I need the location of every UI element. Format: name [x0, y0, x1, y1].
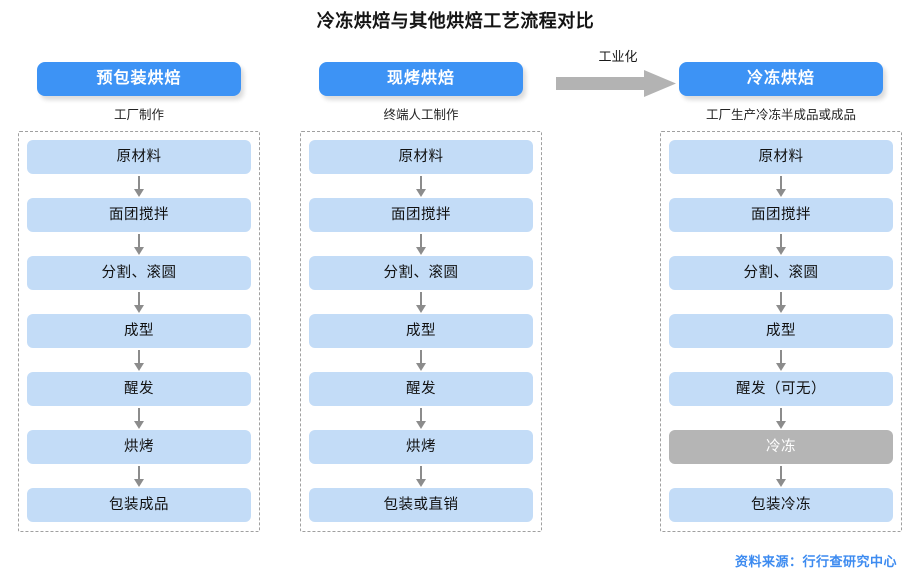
process-column-freshbaked: 现烤烘焙 终端人工制作 原材料 面团搅拌 分割、滚圆 成型 醒发 烘烤 包装或直… — [300, 62, 542, 532]
flow-arrow-down-icon — [309, 174, 533, 198]
flow-step[interactable]: 包装或直销 — [309, 488, 533, 522]
flow-step[interactable]: 醒发 — [27, 372, 251, 406]
flow-arrow-down-icon — [669, 290, 893, 314]
flow-step[interactable]: 醒发（可无） — [669, 372, 893, 406]
column-subtitle-frozen: 工厂生产冷冻半成品或成品 — [705, 108, 856, 122]
column-subtitle-freshbaked: 终端人工制作 — [383, 108, 459, 122]
flow-step[interactable]: 分割、滚圆 — [27, 256, 251, 290]
flow-container-frozen: 原材料 面团搅拌 分割、滚圆 成型 醒发（可无） 冷冻 包装冷冻 — [660, 131, 902, 532]
flow-arrow-down-icon — [669, 406, 893, 430]
column-header-freshbaked[interactable]: 现烤烘焙 — [319, 62, 523, 96]
flow-step[interactable]: 原材料 — [669, 140, 893, 174]
flow-arrow-down-icon — [309, 232, 533, 256]
flow-step[interactable]: 包装冷冻 — [669, 488, 893, 522]
column-header-prepackaged[interactable]: 预包装烘焙 — [37, 62, 241, 96]
page-title: 冷冻烘焙与其他烘焙工艺流程对比 — [316, 11, 595, 31]
flow-arrow-down-icon — [669, 348, 893, 372]
flow-step[interactable]: 原材料 — [309, 140, 533, 174]
flow-step[interactable]: 原材料 — [27, 140, 251, 174]
flow-step[interactable]: 成型 — [309, 314, 533, 348]
flow-arrow-down-icon — [309, 464, 533, 488]
flow-step-frozen[interactable]: 冷冻 — [669, 430, 893, 464]
right-block-arrow-icon — [556, 70, 676, 97]
flow-step[interactable]: 醒发 — [309, 372, 533, 406]
flow-arrow-down-icon — [669, 174, 893, 198]
flow-step[interactable]: 分割、滚圆 — [669, 256, 893, 290]
flow-arrow-down-icon — [27, 232, 251, 256]
flow-arrow-down-icon — [309, 348, 533, 372]
flow-arrow-down-icon — [669, 464, 893, 488]
flow-step[interactable]: 烘烤 — [309, 430, 533, 464]
column-header-frozen[interactable]: 冷冻烘焙 — [679, 62, 883, 96]
flow-arrow-down-icon — [27, 174, 251, 198]
industrialization-arrow-group: 工业化 — [556, 48, 680, 100]
flow-step[interactable]: 包装成品 — [27, 488, 251, 522]
flow-step[interactable]: 面团搅拌 — [669, 198, 893, 232]
flow-arrow-down-icon — [309, 406, 533, 430]
flow-arrow-down-icon — [669, 232, 893, 256]
process-column-frozen: 冷冻烘焙 工厂生产冷冻半成品或成品 原材料 面团搅拌 分割、滚圆 成型 醒发（可… — [660, 62, 902, 532]
industrialization-label: 工业化 — [598, 49, 638, 64]
source-note: 资料来源：行行查研究中心 — [734, 554, 897, 569]
flow-step[interactable]: 分割、滚圆 — [309, 256, 533, 290]
flow-arrow-down-icon — [27, 348, 251, 372]
flow-arrow-down-icon — [27, 464, 251, 488]
flow-arrow-down-icon — [27, 406, 251, 430]
process-column-prepackaged: 预包装烘焙 工厂制作 原材料 面团搅拌 分割、滚圆 成型 醒发 烘烤 包装成品 — [18, 62, 260, 532]
flow-container-prepackaged: 原材料 面团搅拌 分割、滚圆 成型 醒发 烘烤 包装成品 — [18, 131, 260, 532]
flow-step[interactable]: 成型 — [27, 314, 251, 348]
column-subtitle-prepackaged: 工厂制作 — [113, 108, 164, 122]
flow-step[interactable]: 面团搅拌 — [27, 198, 251, 232]
flow-step[interactable]: 面团搅拌 — [309, 198, 533, 232]
flow-step[interactable]: 成型 — [669, 314, 893, 348]
flow-container-freshbaked: 原材料 面团搅拌 分割、滚圆 成型 醒发 烘烤 包装或直销 — [300, 131, 542, 532]
flow-step[interactable]: 烘烤 — [27, 430, 251, 464]
flow-arrow-down-icon — [309, 290, 533, 314]
flow-arrow-down-icon — [27, 290, 251, 314]
